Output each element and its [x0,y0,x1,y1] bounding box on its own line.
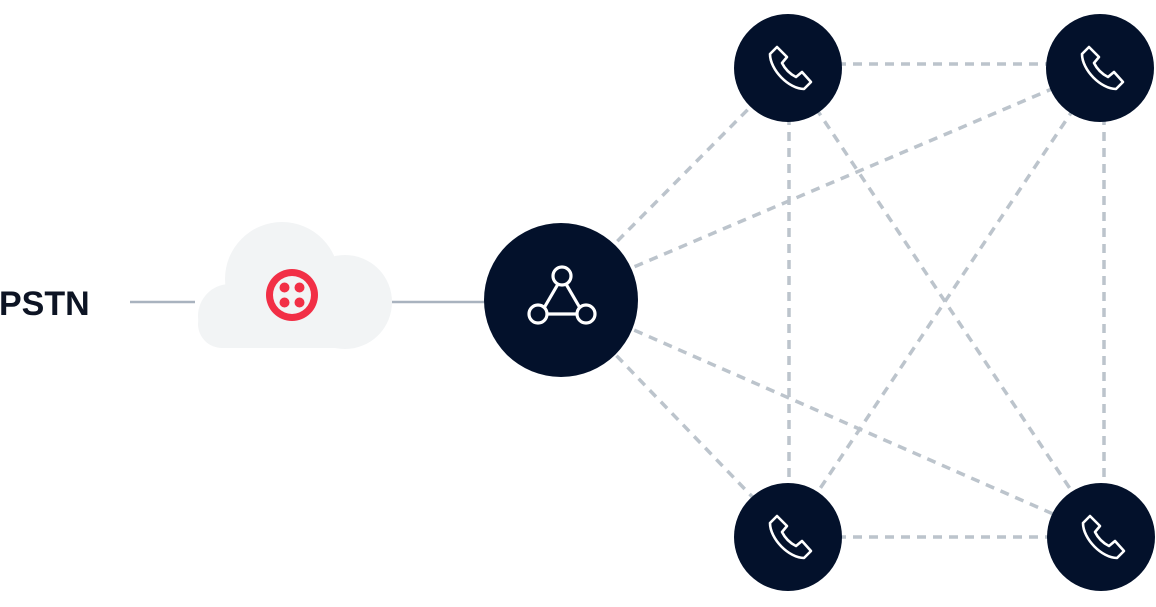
pstn-label: PSTN [0,285,90,323]
cloud [198,222,392,349]
link-hub-phone-bottom-right [560,296,1102,537]
link-phone-top-right-bottom-left [787,67,1103,536]
phone-node-bottom-left [734,483,842,591]
network-triangle-icon [527,265,597,325]
phone-node-top-left [734,14,842,122]
hub-node [484,223,638,377]
phone-node-top-right [1046,14,1154,122]
phone-node-bottom-right [1047,483,1155,591]
dashed-links [559,62,1106,539]
cloud-shape [198,222,392,349]
twilio-logo-icon [266,269,318,321]
link-hub-phone-top-right [560,66,1102,300]
